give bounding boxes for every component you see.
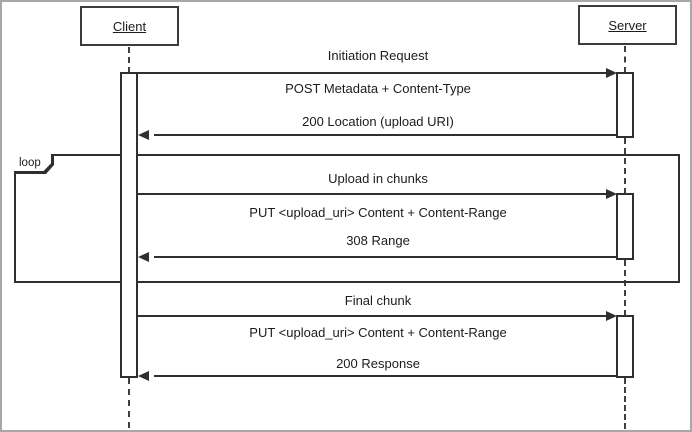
request-arrow-line [136,72,608,74]
section-title: Initiation Request [327,48,429,63]
loop-fragment-label: loop [19,157,41,169]
server-actor-box: Server [578,5,677,45]
request-arrow-line [136,315,608,317]
server-actor-label: Server [608,17,647,33]
response-arrowhead-icon [138,371,149,381]
client-lifeline [128,378,130,428]
response-message-label: 200 Location (upload URI) [302,114,454,129]
server-lifeline [624,138,626,194]
response-arrowhead-icon [138,252,149,262]
client-actor-box: Client [80,6,179,46]
client-activation-bar [120,72,138,378]
request-message-label: POST Metadata + Content-Type [285,81,471,96]
server-lifeline [624,46,626,73]
request-arrowhead-icon [606,68,617,78]
request-arrow-line [136,193,608,195]
response-arrow-line [154,134,616,136]
server-activation-bar [616,315,634,378]
request-arrowhead-icon [606,311,617,321]
client-lifeline [128,47,130,73]
loop-fragment-frame [14,154,680,283]
server-lifeline [624,378,626,429]
request-arrowhead-icon [606,189,617,199]
response-message-label: 200 Response [336,356,420,371]
section-title: Upload in chunks [328,171,428,186]
server-activation-bar [616,72,634,138]
request-message-label: PUT <upload_uri> Content + Content-Range [249,205,507,220]
loop-fragment-tab-fill [14,154,51,171]
section-title: Final chunk [344,293,412,308]
response-arrow-line [154,375,616,377]
client-actor-label: Client [112,18,147,34]
request-message-label: PUT <upload_uri> Content + Content-Range [249,325,507,340]
server-lifeline [624,260,626,316]
response-arrow-line [154,256,616,258]
server-activation-bar [616,193,634,260]
response-arrowhead-icon [138,130,149,140]
response-message-label: 308 Range [346,233,410,248]
